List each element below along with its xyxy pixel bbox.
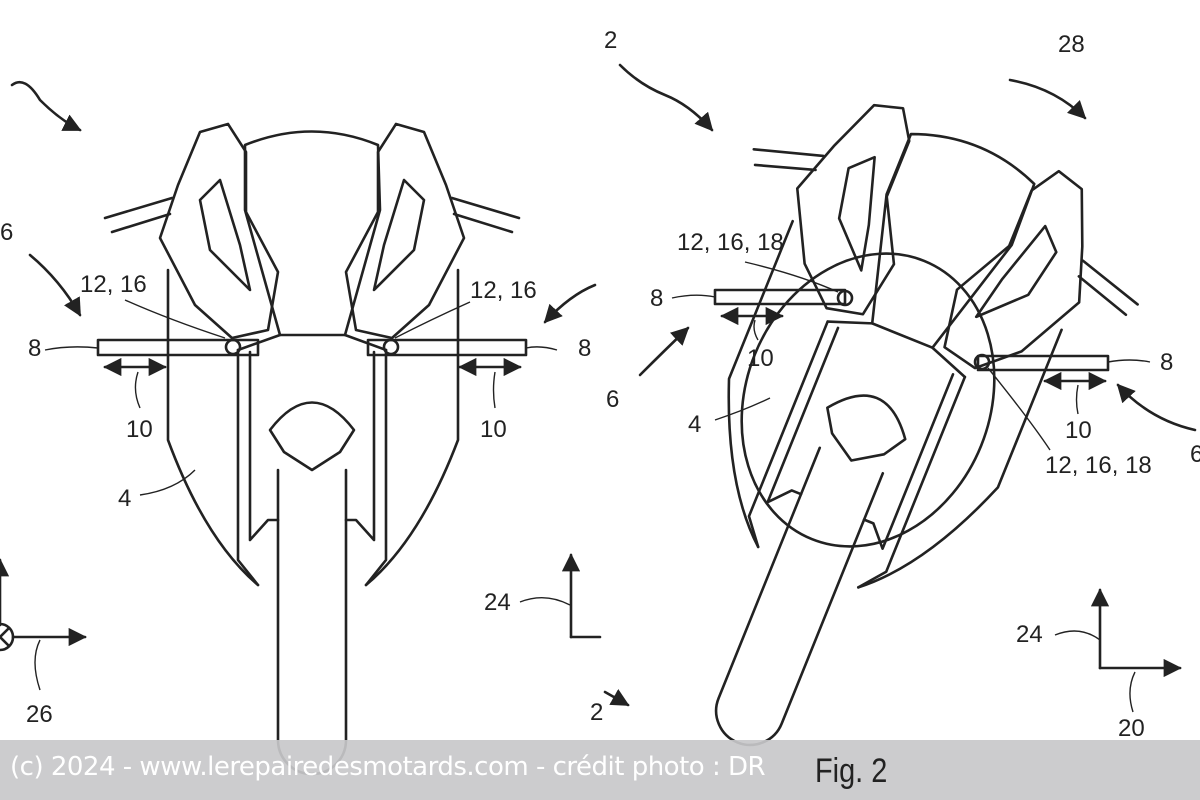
- reference-numeral: 8: [1160, 349, 1173, 376]
- reference-numeral: 2: [604, 27, 617, 54]
- reference-numeral: 8: [28, 335, 41, 362]
- pivot-icon: [382, 338, 400, 356]
- reference-numeral: 24: [484, 589, 511, 616]
- right-motorcycle-leaning-view: [544, 60, 1197, 800]
- reference-numeral: 12, 16: [80, 271, 147, 298]
- left-motorcycle-front-view: [0, 80, 630, 776]
- left-bar-8: [713, 288, 847, 306]
- reference-numeral: 6: [0, 219, 13, 246]
- reference-numeral: 10: [747, 345, 774, 372]
- reference-numeral: 12, 16: [470, 277, 537, 304]
- pivot-icon: [836, 289, 854, 307]
- reference-numeral: 10: [480, 416, 507, 443]
- pivot-icon: [224, 338, 242, 356]
- reference-numeral: 28: [1058, 31, 1085, 58]
- reference-numeral: 12, 16, 18: [677, 229, 784, 256]
- reference-numeral: 12, 16, 18: [1045, 452, 1152, 479]
- reference-numeral: 26: [26, 701, 53, 728]
- reference-numeral: 6: [606, 386, 619, 413]
- photo-credit: (c) 2024 - www.lerepairedesmotards.com -…: [10, 752, 766, 782]
- reference-numeral: 6: [1190, 441, 1200, 468]
- reference-numeral: 10: [126, 416, 153, 443]
- reference-numeral: 10: [1065, 417, 1092, 444]
- reference-numeral: 4: [688, 411, 701, 438]
- reference-numeral: 20: [1118, 715, 1145, 742]
- axis-into-page-icon: [0, 622, 15, 652]
- right-bar-8: [976, 354, 1110, 372]
- credit-banner: [0, 740, 1200, 800]
- reference-numeral: 8: [578, 335, 591, 362]
- reference-numeral: 4: [118, 485, 131, 512]
- reference-numeral: 24: [1016, 621, 1043, 648]
- pivot-icon: [973, 353, 991, 371]
- figure-caption: Fig. 2: [815, 752, 888, 790]
- reference-numeral: 8: [650, 285, 663, 312]
- reference-numeral: 2: [590, 699, 603, 726]
